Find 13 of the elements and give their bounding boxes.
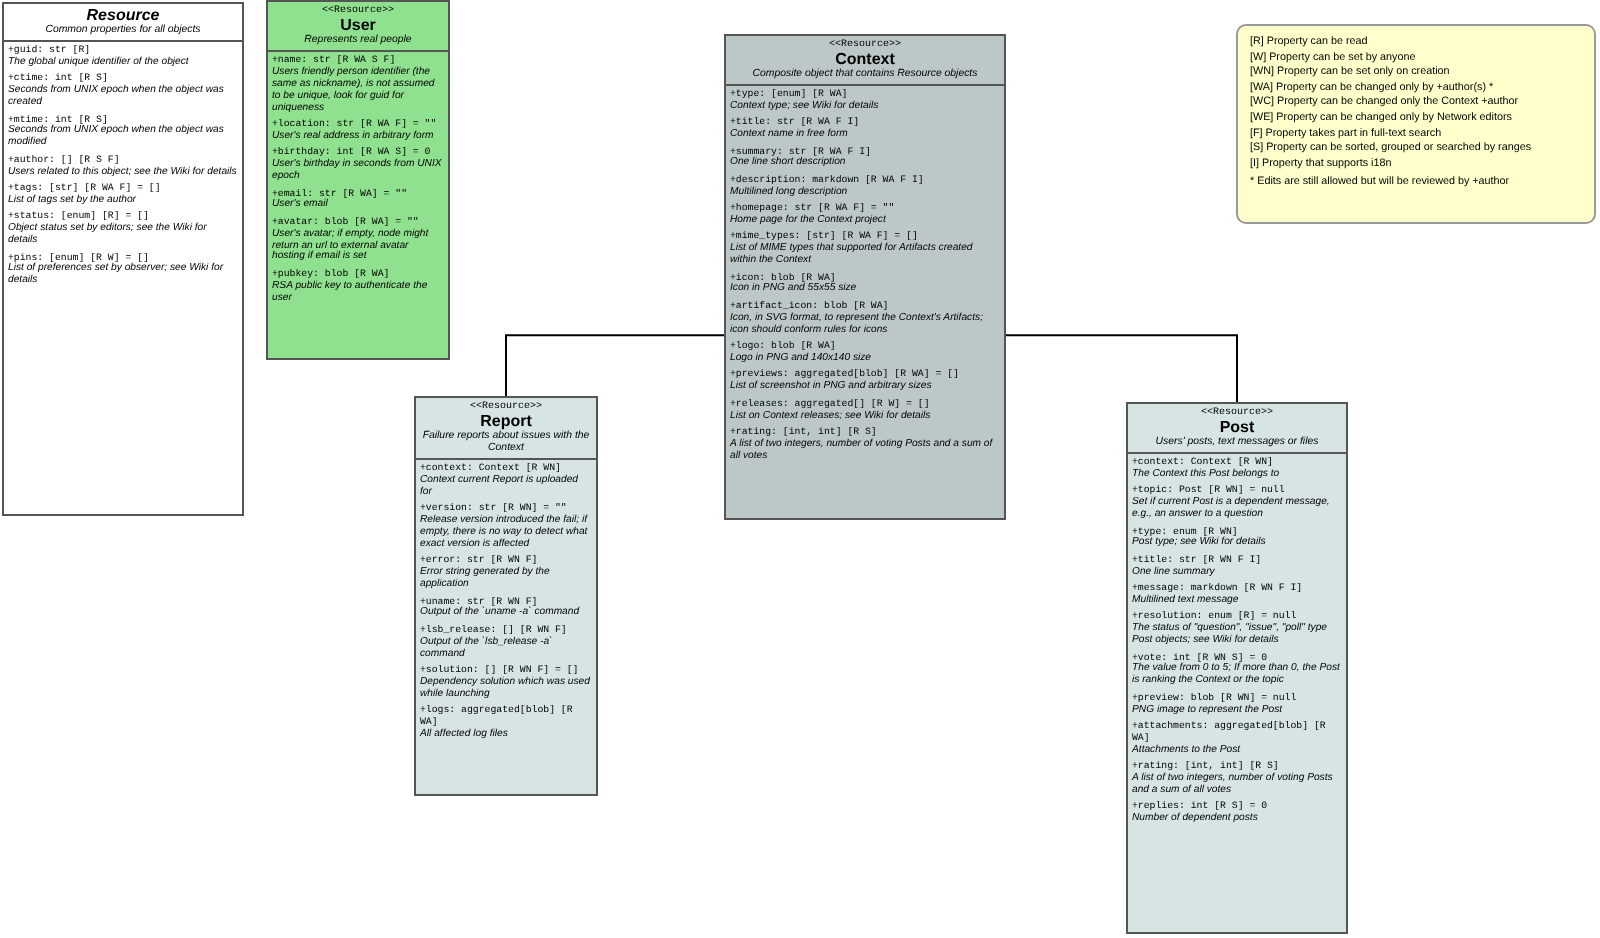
class-box [2, 2, 244, 516]
class-box [414, 396, 598, 796]
class-name: Context [833, 50, 897, 68]
connector-line [1005, 334, 1238, 403]
class-name: Report [478, 412, 534, 430]
class-name: Post [1217, 418, 1257, 436]
class-name: User [338, 16, 378, 34]
class-box [266, 0, 450, 360]
class-box [1126, 402, 1348, 934]
class-box [724, 34, 1006, 520]
legend-note [1236, 24, 1596, 224]
class-name: Resource [84, 6, 162, 24]
connector-line [505, 334, 725, 397]
